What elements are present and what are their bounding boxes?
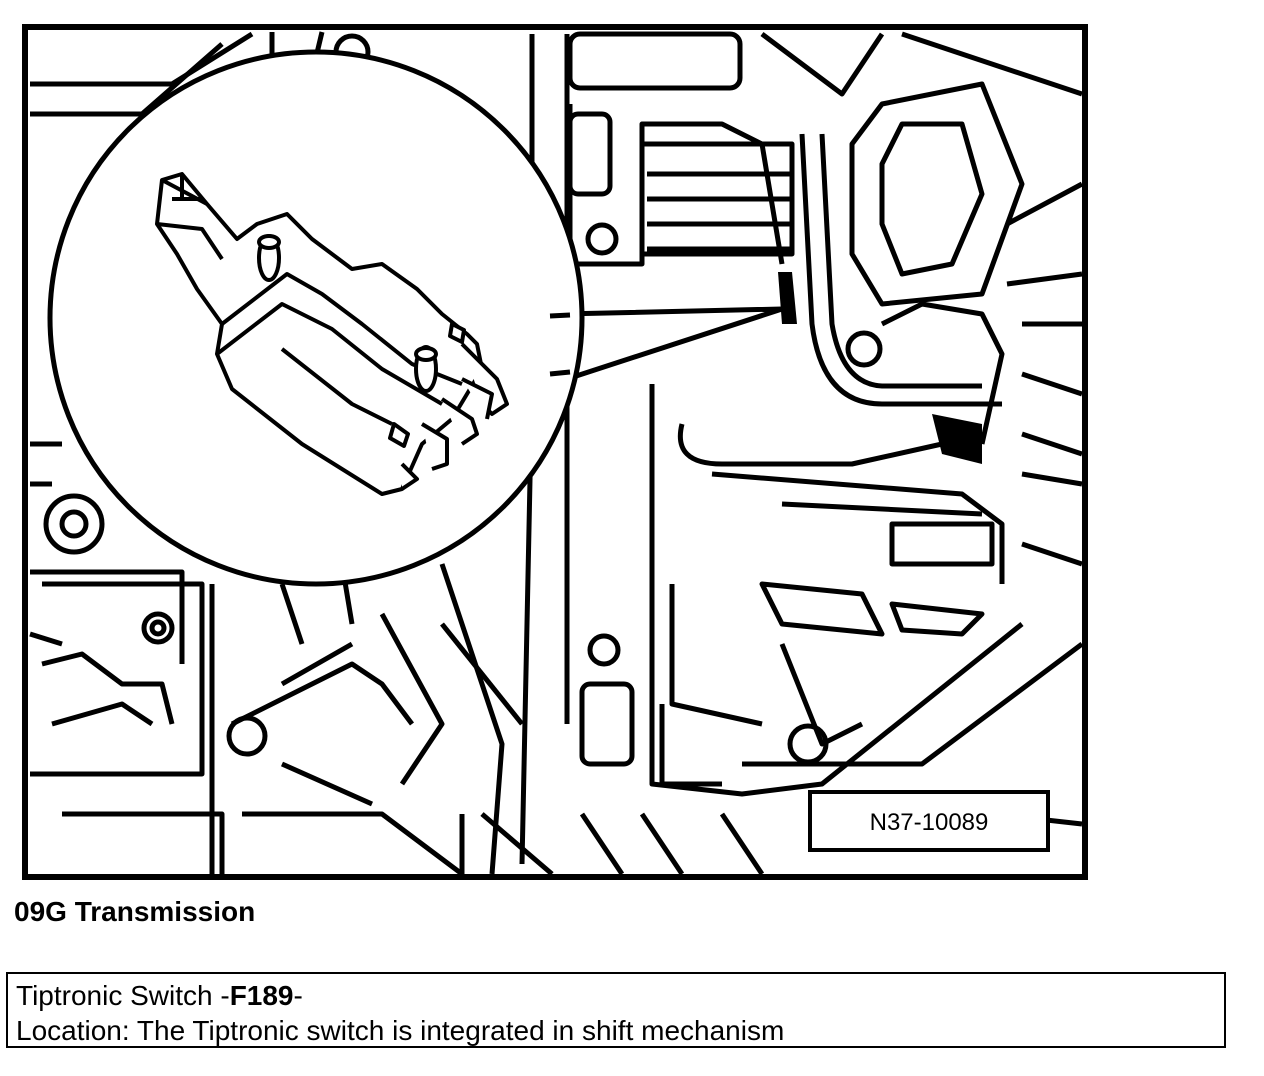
section-heading: 09G Transmission [14,896,256,927]
component-line: Tiptronic Switch -F189- [16,978,1216,1013]
location-line: Location: The Tiptronic switch is integr… [16,1015,785,1046]
tiptronic-switch-detail [155,172,509,496]
background-linework [29,31,1084,876]
line-drawing: N37-10089 [22,24,1088,880]
component-suffix: - [293,980,303,1011]
lever-accent [932,414,982,464]
reference-code-label: N37-10089 [870,809,989,836]
component-code: F189 [229,980,294,1011]
shift-mechanism-figure: N37-10089 [22,24,1088,880]
reference-code-box [808,790,1050,852]
component-prefix: Tiptronic Switch - [16,980,230,1011]
caption-box: Tiptronic Switch -F189- Location: The Ti… [6,972,1226,1048]
